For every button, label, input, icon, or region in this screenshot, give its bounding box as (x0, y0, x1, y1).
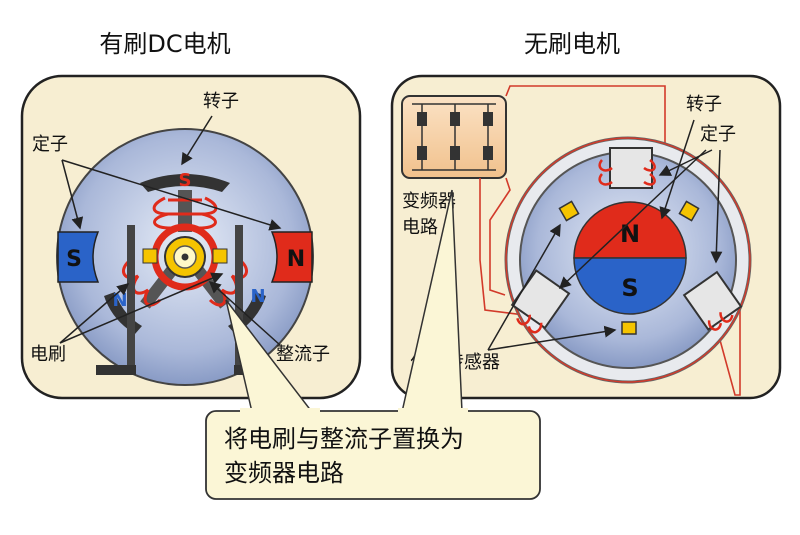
label-inverter-line2: 电路 (402, 217, 438, 238)
right-panel-title: 无刷电机 (524, 30, 620, 58)
label-rotor-right: 转子 (686, 94, 722, 115)
position-sensors (558, 200, 700, 335)
brushless-rotor-s: S (621, 274, 638, 302)
inverter-circuit (401, 95, 507, 179)
brushless-rotor-n: N (620, 220, 640, 248)
brushless-motor-panel: 变频器 电路 N (390, 74, 782, 400)
brushed-dc-motor-panel: S N S N N (20, 74, 362, 400)
label-stator-left: 定子 (32, 134, 68, 155)
stator-right-pole: N (287, 247, 305, 272)
label-stator-right: 定子 (700, 124, 736, 145)
rotor-top-pole: S (179, 170, 192, 191)
label-brush: 电刷 (30, 344, 66, 365)
label-inverter-line1: 变频器 (402, 191, 456, 212)
callout: 将电刷与整流子置换为 变频器电路 (205, 189, 541, 500)
commutator (151, 223, 219, 291)
stator-magnet-left: S (57, 231, 100, 283)
callout-line2: 变频器电路 (224, 459, 344, 487)
rotor-right-pole: N (250, 286, 265, 307)
label-commutator: 整流子 (276, 344, 330, 365)
stator-magnet-right: N (270, 231, 313, 283)
left-panel-title: 有刷DC电机 (99, 30, 230, 58)
stator-coils (510, 147, 743, 334)
rotor-left-pole: N (112, 290, 127, 311)
stator-left-pole: S (66, 247, 82, 272)
label-rotor-left: 转子 (203, 91, 239, 112)
callout-line1: 将电刷与整流子置换为 (224, 425, 464, 453)
